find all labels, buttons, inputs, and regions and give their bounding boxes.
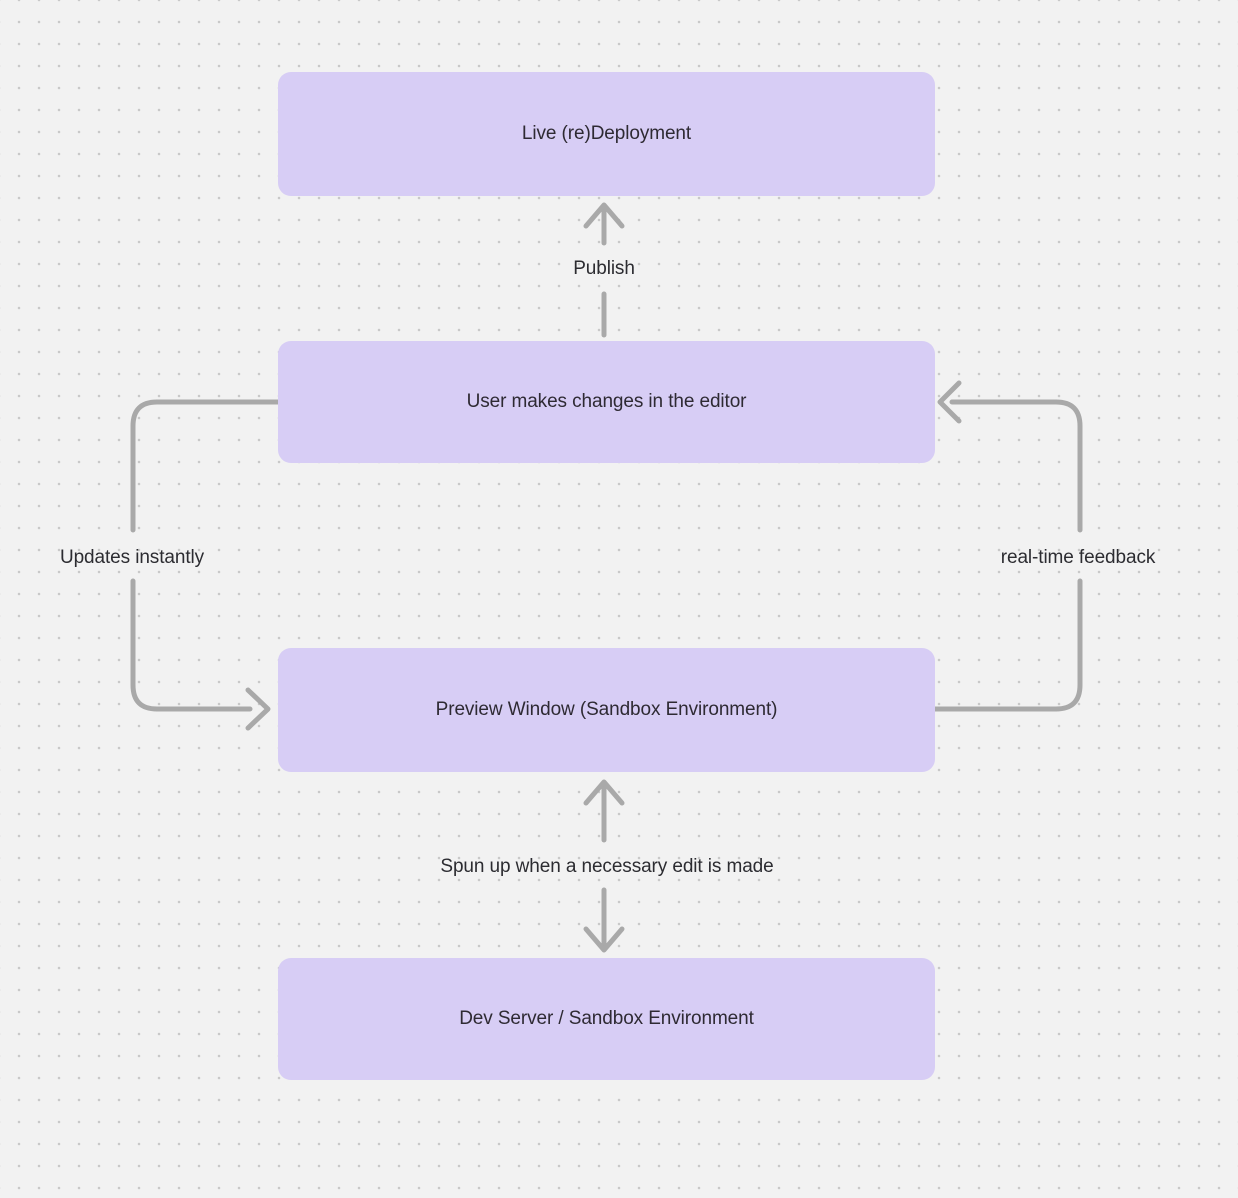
edge-spun-up[interactable] [583,779,625,953]
edge-publish[interactable] [583,202,625,338]
updates-line-upper [130,399,281,533]
node-editor-changes-label: User makes changes in the editor [466,391,747,412]
node-dev-server-label: Dev Server / Sandbox Environment [459,1008,754,1029]
feedback-line-upper [949,399,1083,533]
arrowhead-right-icon [245,687,271,731]
node-live-deployment-label: Live (re)Deployment [521,123,692,144]
node-dev-server[interactable]: Dev Server / Sandbox Environment [278,958,935,1080]
node-preview-window-label: Preview Window (Sandbox Environment) [435,699,778,720]
arrowhead-up-icon [583,202,625,229]
node-live-deployment[interactable]: Live (re)Deployment [278,72,935,196]
edge-label-publish: Publish [573,258,635,279]
arrowhead-up-icon [583,779,625,806]
edge-label-realtime-feedback: real-time feedback [1000,547,1156,568]
arrowhead-left-icon [937,380,962,424]
feedback-line-lower [932,578,1083,712]
node-preview-window[interactable]: Preview Window (Sandbox Environment) [278,648,935,772]
updates-line-lower [130,578,253,712]
edge-realtime-feedback[interactable] [932,380,1083,712]
edge-label-updates-instantly: Updates instantly [59,547,205,568]
node-editor-changes[interactable]: User makes changes in the editor [278,341,935,463]
edge-label-spun-up: Spun up when a necessary edit is made [440,856,774,877]
arrowhead-down-icon [583,926,625,953]
edge-updates-instantly[interactable] [130,399,281,731]
